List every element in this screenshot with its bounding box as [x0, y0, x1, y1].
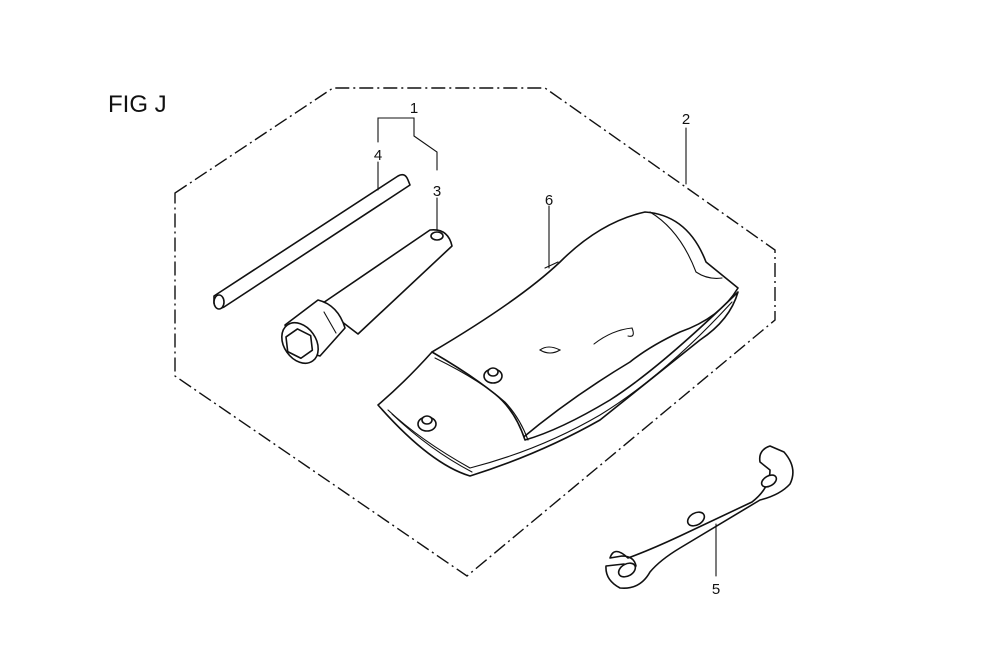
leader-lines: [377, 117, 717, 577]
callout-2: 2: [682, 111, 690, 128]
open-end-wrench: [605, 445, 794, 589]
socket-wrench: [281, 229, 453, 365]
callout-1: 1: [410, 100, 418, 117]
callout-6: 6: [545, 192, 553, 209]
callout-5: 5: [712, 581, 720, 598]
tommy-bar: [213, 173, 411, 310]
callout-4: 4: [374, 147, 382, 164]
tool-bag: [377, 211, 739, 477]
figure-title: FIG J: [108, 91, 167, 118]
group-outline: [174, 87, 776, 577]
callout-3: 3: [433, 183, 441, 200]
